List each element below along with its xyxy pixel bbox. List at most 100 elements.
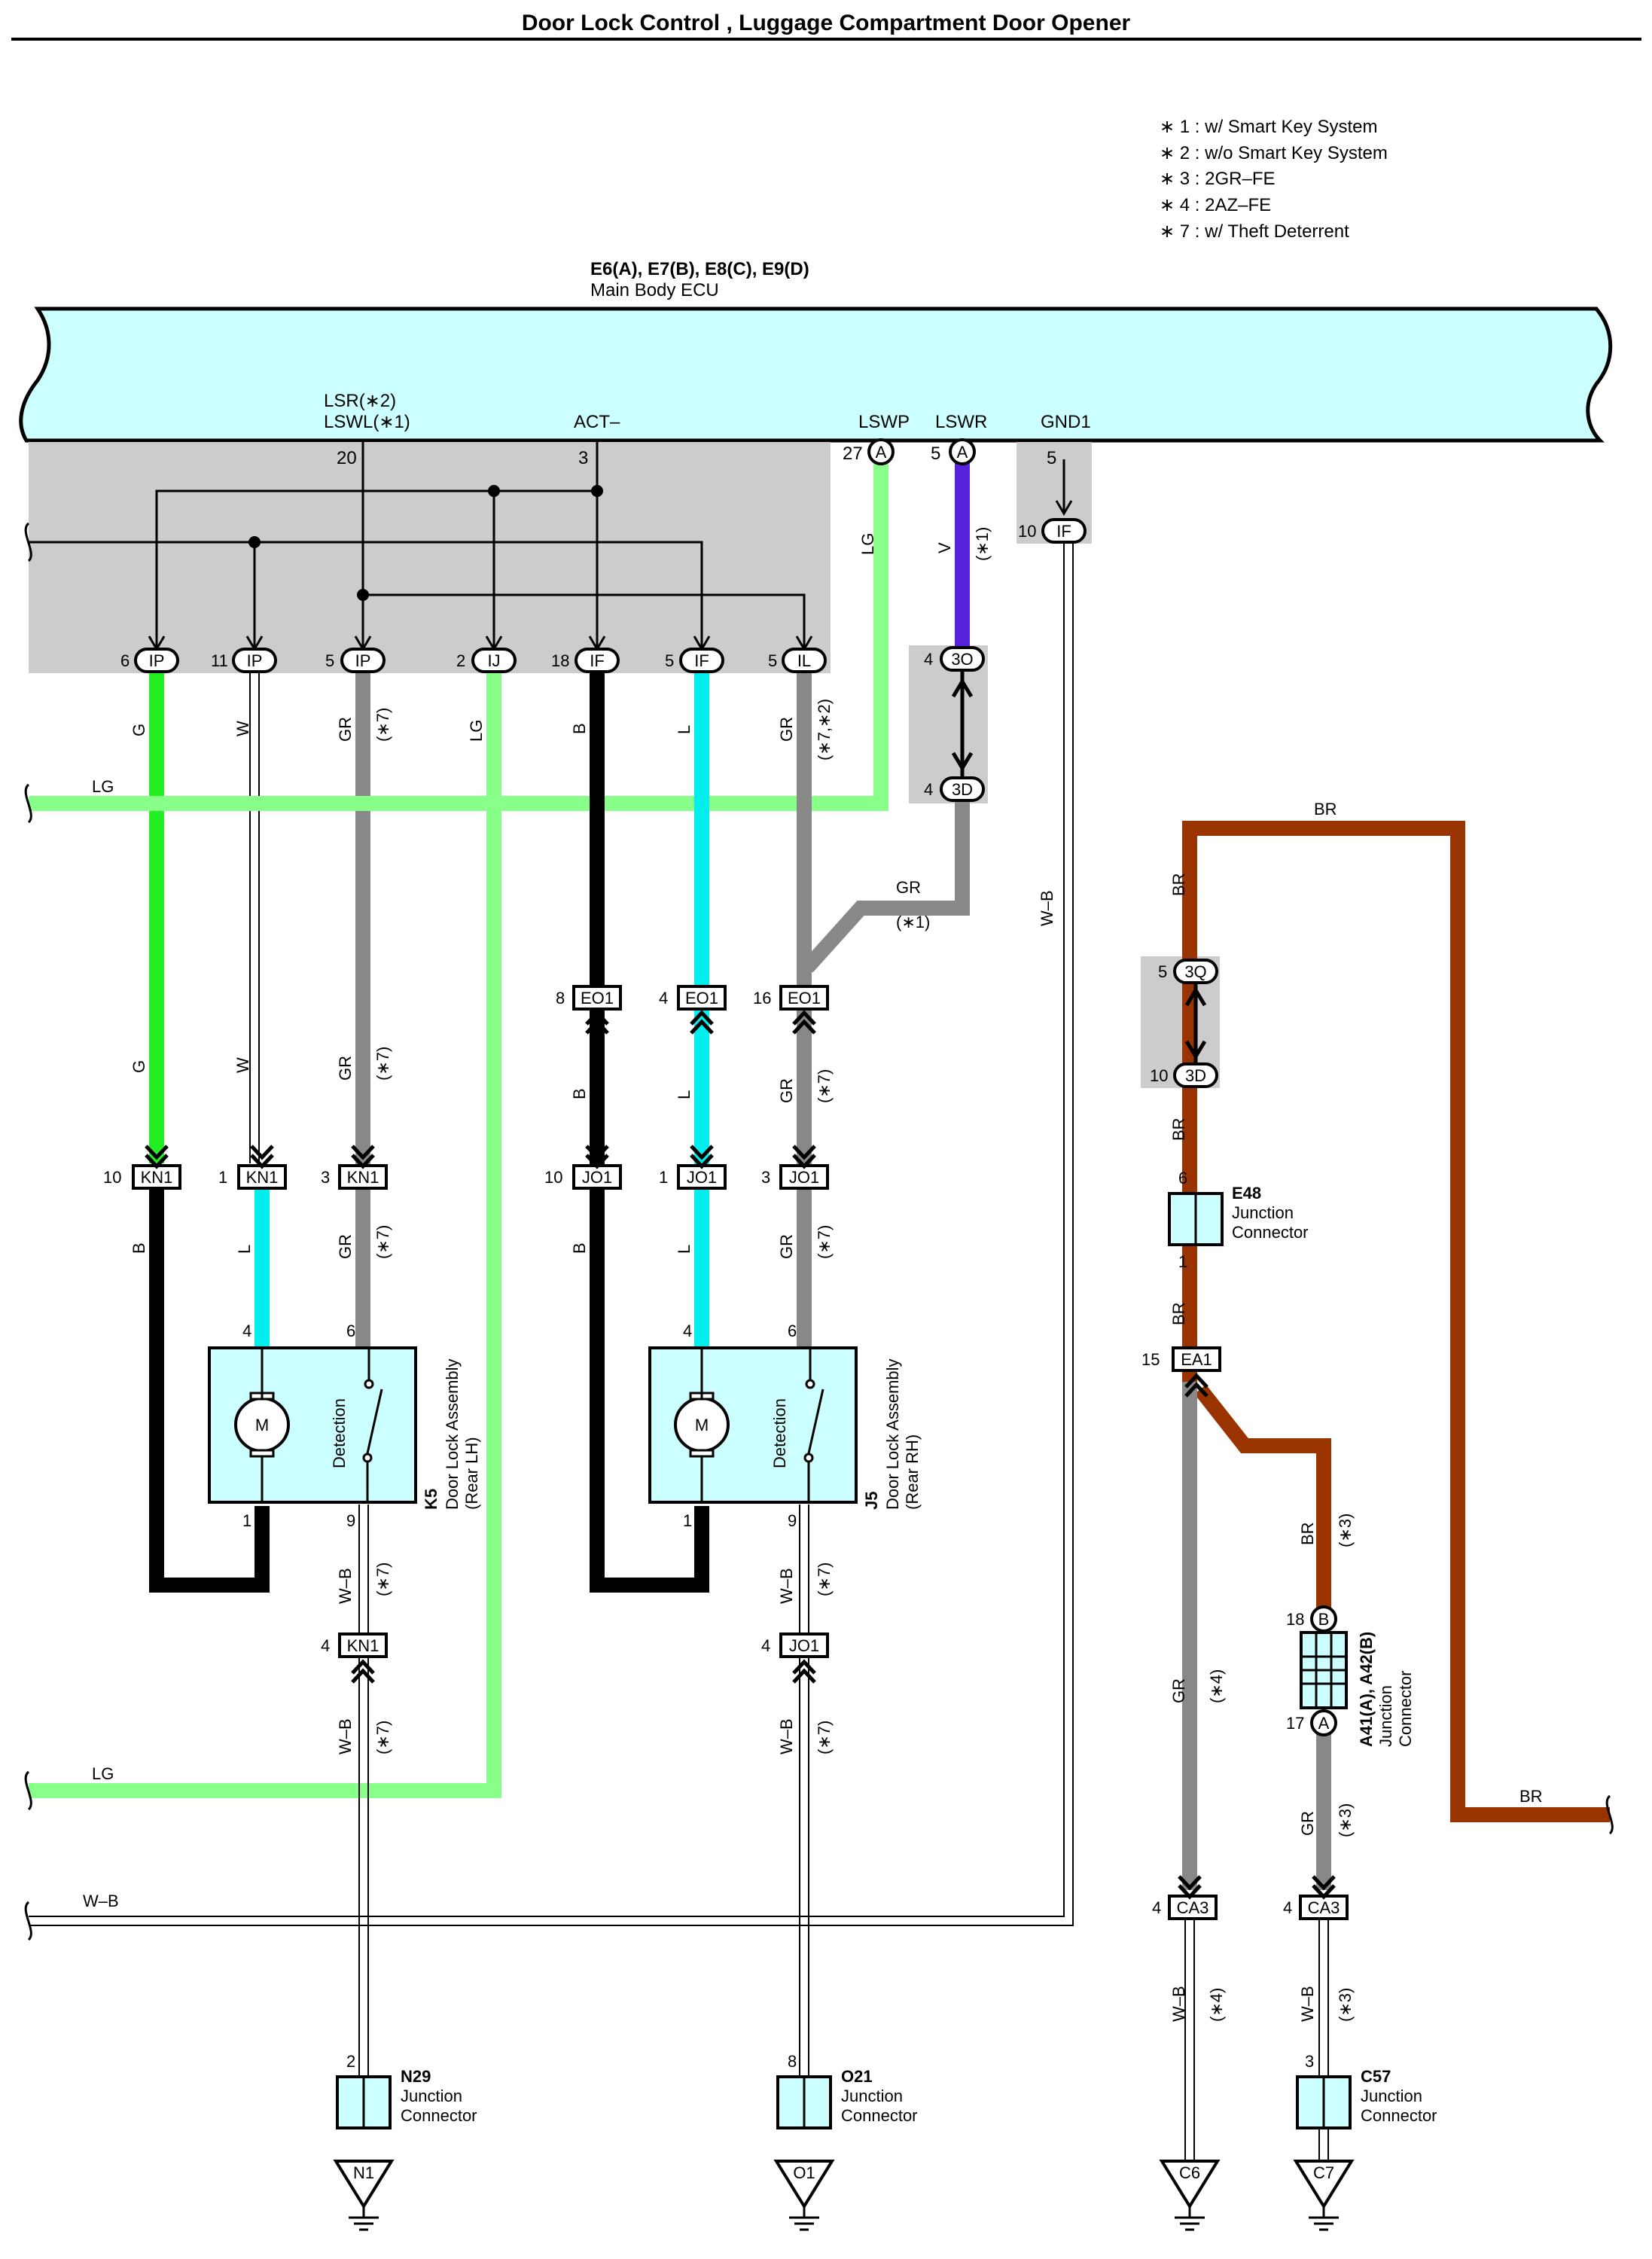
ground-c6: C6 [1159,2160,1221,2231]
junction-dot [488,485,500,497]
svg-text:O1: O1 [793,2163,815,2182]
svg-text:Connector: Connector [1396,1670,1415,1747]
svg-text:10: 10 [1150,1066,1168,1085]
wire-label: GR [336,717,355,742]
pin-act: ACT– [574,412,620,432]
svg-text:4: 4 [924,780,933,799]
pin-lswp: LSWP [858,412,910,432]
pin-num: 1 [683,1511,692,1530]
pin-act-no: 3 [578,448,588,468]
svg-text:Connector: Connector [1361,2106,1437,2125]
conn-jo1-1: JO1 1 [659,1164,727,1190]
svg-text:18: 18 [1286,1610,1304,1629]
wire-tag: (∗7) [815,1069,834,1103]
wire-label: W–B [83,1892,119,1910]
conn-ip-5: IP5 [325,648,386,673]
svg-text:N29: N29 [401,2067,431,2086]
svg-text:IP: IP [247,651,263,670]
svg-text:CA3: CA3 [1308,1898,1340,1917]
svg-text:2: 2 [456,651,465,670]
svg-text:4: 4 [1283,1898,1292,1917]
wire-label: W [233,1057,252,1073]
svg-text:2: 2 [346,2052,355,2071]
svg-text:18: 18 [551,651,569,670]
wire-tag: (∗7) [373,1562,392,1596]
jc-o21: 8 O21 Junction Connector [776,2052,918,2129]
ground-c7: C7 [1293,2160,1355,2231]
wire-label: BR [1314,800,1337,819]
wire-tag: (∗3) [1336,1803,1355,1837]
k5-line2: (Rear LH) [462,1437,481,1510]
wire-gr-lswr [801,791,970,973]
pin-num: 6 [346,1322,355,1340]
ground-o1: O1 [773,2160,835,2231]
svg-text:15: 15 [1141,1350,1160,1369]
wire-tag: (∗7) [373,1225,392,1259]
wire-label: L [675,1245,693,1254]
svg-text:4: 4 [761,1636,770,1655]
connector-chevrons [145,1010,1336,1900]
wire-label: W–B [336,1718,355,1754]
svg-text:3Q: 3Q [1184,962,1206,981]
svg-text:B: B [1318,1610,1330,1629]
wire-label: W–B [336,1568,355,1604]
arrow-down [1055,500,1073,516]
wire-tag: (∗3) [1336,1514,1355,1547]
wire-label: GR [777,1078,796,1103]
jc-a41-a42: B 18 A 17 A41(A), A42(B) Junction Connec… [1286,1605,1415,1747]
svg-text:Connector: Connector [1232,1223,1309,1242]
svg-text:1: 1 [659,1168,668,1187]
conn-a-lswp: A [867,438,895,465]
note-1: ∗ 1 : w/ Smart Key System [1160,117,1378,137]
wire-label: B [130,1242,148,1254]
wire-label: LG [467,720,486,742]
pin-lswr-no: 5 [931,444,940,464]
svg-text:3D: 3D [1185,1066,1206,1085]
svg-text:11: 11 [211,651,228,670]
wire-label: W–B [1169,1986,1188,2022]
svg-text:8: 8 [788,2052,797,2071]
conn-ip-6: IP6 [120,648,179,673]
pin-num: 4 [242,1322,251,1340]
svg-text:10: 10 [544,1168,562,1187]
wire-wb-gnd-b [29,544,1074,1926]
ground-n1: N1 [333,2160,395,2231]
note-3: ∗ 3 : 2GR–FE [1160,169,1276,189]
svg-text:IP: IP [149,651,165,670]
svg-text:O21: O21 [841,2067,873,2086]
wire-label: G [130,724,148,736]
svg-text:Junction: Junction [1376,1685,1395,1747]
link-arrows [951,678,974,772]
wire-label: LG [858,533,877,555]
junction-dot [248,536,261,548]
detection-label: Detection [770,1398,789,1468]
svg-text:6: 6 [1178,1169,1187,1187]
svg-text:Junction: Junction [1232,1203,1294,1222]
svg-text:JO1: JO1 [789,1168,819,1187]
wire-label: GR [777,717,796,742]
wire-tag: (∗7) [373,708,392,742]
wire-label: GR [777,1234,796,1259]
conn-ip-11: IP 11 [211,648,277,673]
svg-text:4: 4 [924,650,933,669]
svg-text:4: 4 [321,1636,330,1655]
wire-br [1182,821,1610,1822]
wire-label: BR [1169,1302,1188,1325]
wire-label: BR [1519,1787,1543,1806]
jc-n29: 2 N29 Junction Connector [336,2052,477,2129]
detection-label: Detection [330,1398,349,1468]
svg-text:IF: IF [590,651,605,670]
wire-label: GR [336,1056,355,1081]
svg-text:A: A [957,443,968,462]
wire-label: W–B [1038,890,1056,926]
svg-text:1: 1 [218,1168,227,1187]
wire-label: LG [92,777,114,796]
svg-text:A: A [876,443,887,462]
svg-text:JO1: JO1 [687,1168,717,1187]
wire-label: LG [92,1764,114,1783]
